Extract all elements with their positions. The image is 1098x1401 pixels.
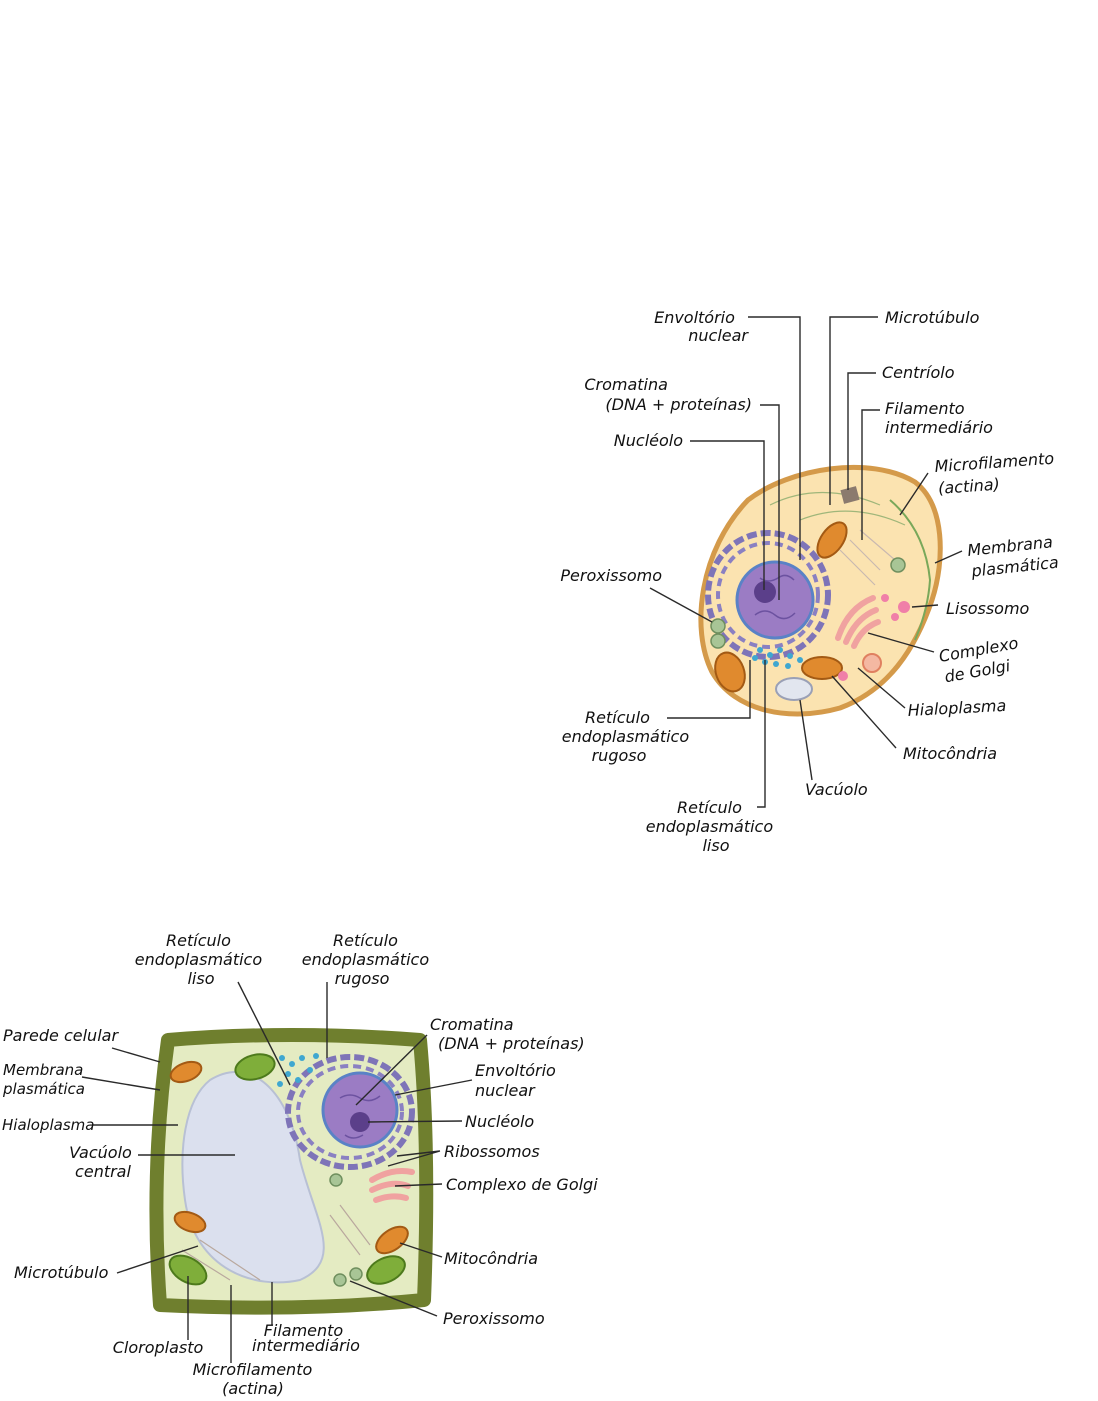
label-animal-cromatina: Cromatina (DNA + proteínas) bbox=[584, 375, 752, 414]
animal-rough-er-inner bbox=[716, 541, 820, 649]
label-animal-microfilamento: Microfilamento (actina) bbox=[934, 448, 1061, 498]
label-plant-reticulo-rugoso: Retículo endoplasmático rugoso bbox=[302, 931, 434, 988]
label-animal-membrana: Membrana plasmática bbox=[966, 532, 1060, 581]
animal-filament-lines bbox=[839, 529, 896, 586]
animal-lysosome-2 bbox=[881, 594, 889, 602]
animal-nucleus bbox=[735, 560, 815, 640]
label-animal-filamento: Filamento intermediário bbox=[885, 399, 993, 437]
animal-centriole bbox=[840, 486, 860, 504]
label-plant-envoltorio: Envoltório nuclear bbox=[475, 1061, 561, 1100]
animal-lysosome-5 bbox=[862, 653, 882, 673]
label-plant-reticulo-liso: Retículo endoplasmático liso bbox=[135, 931, 267, 988]
label-plant-mitocondria: Mitocôndria bbox=[444, 1249, 538, 1268]
label-animal-peroxissomo: Peroxissomo bbox=[560, 566, 662, 585]
animal-peroxisome-2 bbox=[710, 633, 726, 649]
plant-chloroplast-1 bbox=[234, 1053, 276, 1081]
label-plant-membrana: Membrana plasmática bbox=[2, 1061, 88, 1098]
plant-leader-lines bbox=[81, 981, 473, 1363]
animal-peroxisome-1 bbox=[710, 618, 726, 634]
label-animal-vacuolo: Vacúolo bbox=[805, 780, 868, 799]
animal-peroxisome-3 bbox=[890, 557, 906, 573]
plant-chromatin bbox=[339, 1094, 381, 1139]
label-plant-hialoplasma: Hialoplasma bbox=[2, 1116, 94, 1134]
animal-microtubule-lines bbox=[769, 492, 906, 526]
label-plant-golgi: Complexo de Golgi bbox=[446, 1175, 598, 1194]
animal-chromatin bbox=[754, 574, 796, 620]
plant-chloroplast-2 bbox=[168, 1254, 208, 1286]
plant-cell: Retículo endoplasmático liso Retículo en… bbox=[2, 931, 598, 1398]
plant-mitochondria-1 bbox=[169, 1060, 203, 1084]
animal-mitochondria-1 bbox=[816, 521, 848, 559]
label-animal-nucleolo: Nucléolo bbox=[614, 431, 683, 450]
label-plant-filamento: Filamento intermediário bbox=[252, 1321, 360, 1355]
label-plant-ribossomos: Ribossomos bbox=[444, 1142, 540, 1161]
animal-mitochondria-2 bbox=[714, 651, 746, 693]
label-animal-reticulo-rugoso: Retículo endoplasmático rugoso bbox=[562, 708, 694, 765]
plant-peroxisome-3 bbox=[329, 1173, 343, 1187]
label-plant-cromatina: Cromatina (DNA + proteínas) bbox=[430, 1015, 585, 1053]
label-animal-microtubulo: Microtúbulo bbox=[885, 308, 980, 327]
label-animal-envoltorio: Envoltório nuclear bbox=[654, 308, 749, 345]
label-animal-centriolo: Centríolo bbox=[882, 363, 955, 382]
animal-lysosome-3 bbox=[891, 613, 899, 621]
plant-peroxisome-1 bbox=[333, 1273, 347, 1287]
label-animal-golgi: Complexo de Golgi bbox=[937, 632, 1028, 686]
plant-mitochondria-3 bbox=[375, 1225, 409, 1255]
plant-chloroplast-3 bbox=[366, 1255, 406, 1285]
plant-rough-er bbox=[285, 1054, 415, 1170]
animal-lysosome-4 bbox=[838, 671, 848, 681]
plant-mitochondria-2 bbox=[173, 1210, 207, 1234]
label-plant-nucleolo: Nucléolo bbox=[465, 1112, 534, 1131]
animal-microfilament-edge bbox=[889, 499, 932, 641]
animal-smooth-er bbox=[752, 647, 803, 669]
label-plant-parede: Parede celular bbox=[3, 1026, 119, 1045]
animal-vacuole bbox=[775, 677, 813, 701]
label-animal-reticulo-liso: Retículo endoplasmático liso bbox=[646, 798, 778, 855]
plant-nucleus bbox=[321, 1071, 399, 1149]
animal-leader-lines bbox=[649, 316, 963, 808]
label-animal-hialoplasma: Hialoplasma bbox=[907, 696, 1007, 720]
animal-cell: Envoltório nuclear Cromatina (DNA + prot… bbox=[560, 308, 1061, 855]
animal-golgi bbox=[835, 595, 881, 649]
animal-rough-er bbox=[705, 530, 831, 660]
animal-lysosome-1 bbox=[898, 601, 910, 613]
label-animal-lisossomo: Lisossomo bbox=[946, 599, 1030, 618]
animal-mitochondria-3 bbox=[801, 656, 843, 680]
label-animal-mitocondria: Mitocôndria bbox=[903, 744, 997, 763]
plant-rough-er-inner bbox=[296, 1064, 404, 1160]
label-plant-microtubulo: Microtúbulo bbox=[14, 1263, 109, 1282]
label-plant-microfilamento: Microfilamento (actina) bbox=[193, 1360, 318, 1398]
plant-microtubule-lines bbox=[181, 1204, 371, 1281]
label-plant-cloroplasto: Cloroplasto bbox=[113, 1338, 204, 1357]
animal-nucleolus bbox=[754, 581, 776, 603]
plant-nucleolus bbox=[350, 1112, 370, 1132]
plant-peroxisome-2 bbox=[349, 1267, 363, 1281]
label-plant-vacuolo: Vacúolo central bbox=[69, 1143, 137, 1181]
label-plant-peroxissomo: Peroxissomo bbox=[443, 1309, 545, 1328]
plant-smooth-er bbox=[277, 1053, 319, 1087]
